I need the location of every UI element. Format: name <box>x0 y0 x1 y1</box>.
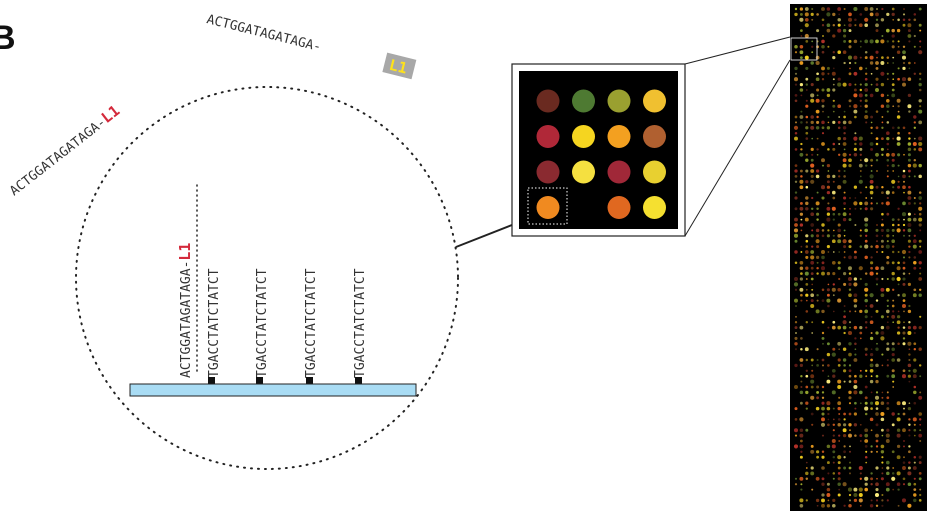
glass-slide <box>129 383 417 397</box>
svg-text:TGACCTATCTATCT: TGACCTATCTATCT <box>353 268 368 378</box>
panel-label: B <box>0 19 16 57</box>
zoom-spot-grid <box>536 89 666 219</box>
anchor-linker <box>306 377 313 384</box>
anchor-linker <box>208 377 215 384</box>
probe-dash: - <box>311 39 322 55</box>
zoom-spot <box>643 160 666 184</box>
capture-probe: TGACCTATCTATCT <box>353 268 368 378</box>
svg-text:TGACCTATCTATCT: TGACCTATCTATCT <box>207 268 222 378</box>
connector-line <box>684 59 791 237</box>
zoom-spot <box>536 196 560 219</box>
microarray-spots <box>793 6 923 508</box>
zoom-spot <box>607 89 631 113</box>
magnification-circle <box>75 86 459 470</box>
zoom-spot <box>572 160 595 184</box>
svg-text:ACTGGATAGATAGA-L1: ACTGGATAGATAGA-L1 <box>5 102 123 200</box>
free-probe-red: ACTGGATAGATAGA-L1 <box>5 102 123 200</box>
capture-probe: TGACCTATCTATCT <box>207 268 222 378</box>
zoom-spot <box>607 196 631 219</box>
zoom-spot <box>536 125 560 148</box>
zoom-spot <box>536 160 560 184</box>
probe-sequence: ACTGGATAGATAGA <box>7 120 103 199</box>
anchor-linker <box>355 377 362 384</box>
connector-line <box>455 222 518 248</box>
zoom-spot <box>607 125 631 148</box>
anchor-linker <box>256 377 263 384</box>
svg-text:ACTGGATAGATAGA-L1: ACTGGATAGATAGA-L1 <box>176 243 194 378</box>
zoom-spot <box>643 196 666 219</box>
svg-text:TGACCTATCTATCT: TGACCTATCTATCT <box>255 268 270 378</box>
zoom-spot <box>607 160 631 184</box>
zoom-spot <box>572 89 595 113</box>
zoom-spot <box>536 89 560 113</box>
probe-sequence: ACTGGATAGATAGA <box>179 268 194 378</box>
zoom-spot <box>572 125 595 148</box>
svg-text:TGACCTATCTATCT: TGACCTATCTATCT <box>304 268 319 378</box>
probe-label-red: L1 <box>176 243 194 261</box>
label-background <box>382 52 417 80</box>
hybridized-probe: ACTGGATAGATAGA-L1 <box>176 243 194 378</box>
capture-probe: TGACCTATCTATCT <box>255 268 270 378</box>
capture-probe: TGACCTATCTATCT <box>304 268 319 378</box>
free-probe-yellow: ACTGGATAGATAGA- L1 <box>205 12 417 80</box>
probe-sequence: ACTGGATAGATAGA <box>205 12 315 53</box>
zoom-spot <box>572 196 595 219</box>
zoom-spot <box>643 125 666 148</box>
selected-spot-outline <box>527 187 568 225</box>
zoom-spot <box>643 89 666 113</box>
connector-line <box>684 36 791 65</box>
probe-dash: - <box>179 261 194 269</box>
probe-label-yellow: L1 <box>387 56 409 78</box>
array-highlight-box <box>790 37 818 61</box>
svg-text:ACTGGATAGATAGA-: ACTGGATAGATAGA- <box>205 12 323 55</box>
